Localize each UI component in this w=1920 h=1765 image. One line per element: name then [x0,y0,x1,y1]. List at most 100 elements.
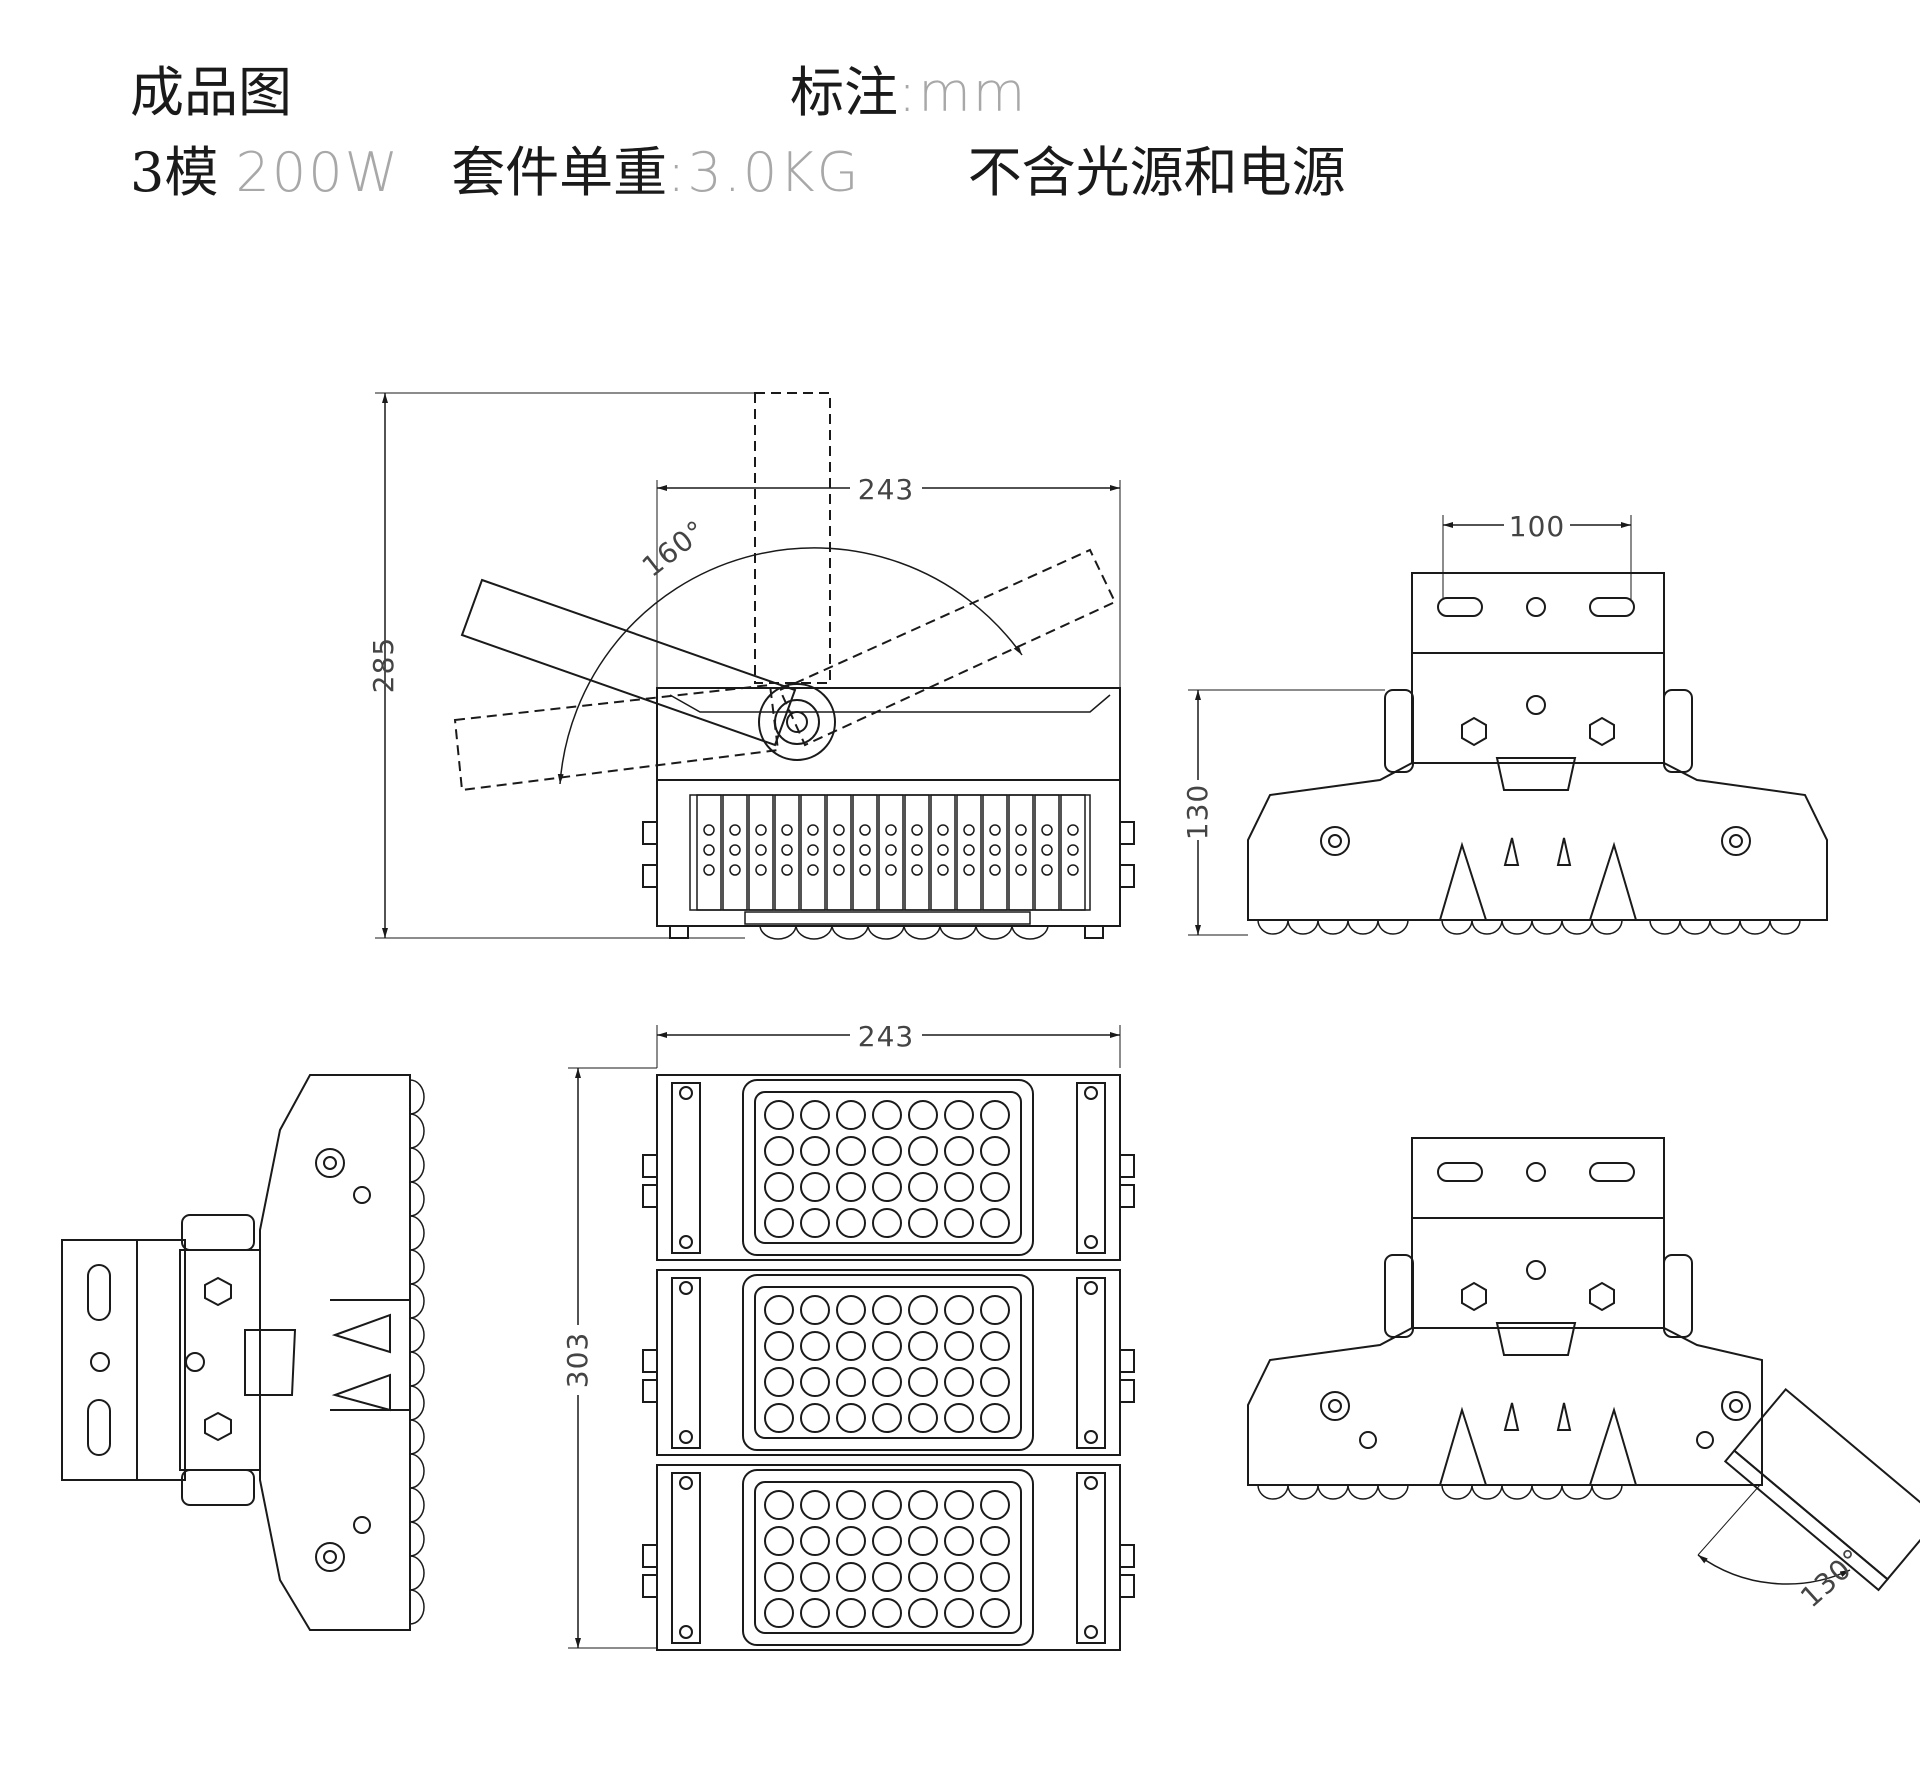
led-lens [800,1136,830,1166]
led-lens [800,1100,830,1130]
screw [679,1281,693,1295]
led-lens [764,1172,794,1202]
terminal-block [722,794,748,911]
module-frame [656,1269,1121,1456]
bottom-dimensions [568,1025,1121,1649]
lens-bump [409,1453,425,1489]
led-lens [836,1136,866,1166]
terminal-screw [729,864,741,876]
led-lens [872,1100,902,1130]
led-lens [872,1208,902,1238]
lens-bump [409,1079,425,1115]
led-lens [800,1295,830,1325]
lens-bump [1317,919,1349,935]
lens-bump [1377,919,1409,935]
terminal-screw [781,864,793,876]
power-value: 200W [235,141,400,204]
terminal-block [956,794,982,911]
terminal-screw [703,824,715,836]
led-lens [944,1331,974,1361]
led-lens [872,1331,902,1361]
lens-bump [867,924,905,940]
led-lens [836,1295,866,1325]
unit-value: mm [918,61,1028,124]
terminal-screw [911,864,923,876]
led-lens [944,1136,974,1166]
terminal-block [852,794,878,911]
lens-bump [409,1215,425,1251]
terminal-block [748,794,774,911]
led-lens [836,1172,866,1202]
led-lens [800,1403,830,1433]
terminal-screw [885,864,897,876]
terminal-screw [1067,844,1079,856]
led-lens [764,1562,794,1592]
terminal-screw [963,824,975,836]
unit-label: 标注 [790,61,898,124]
led-lens [836,1403,866,1433]
bottom-height-label: 303 [561,1332,594,1388]
mount-tab [1119,1349,1135,1373]
tilt-angle-label: 130° [1794,1542,1869,1614]
lens-bump [1591,1484,1623,1500]
module-side-rail [1076,1082,1106,1254]
lens-bump [409,1385,425,1421]
screw [1084,1281,1098,1295]
terminal-block [800,794,826,911]
lens-bump [1471,1484,1503,1500]
led-module [642,1269,1135,1456]
mount-tab [1119,1379,1135,1403]
tilted-lens-row [1257,1484,1623,1500]
left-body-outline [259,1074,411,1631]
lens-bump [1441,919,1473,935]
terminal-screw [859,844,871,856]
terminal-screw [1067,824,1079,836]
mount-tab [1119,1154,1135,1178]
terminal-screw [755,824,767,836]
led-lens [944,1100,974,1130]
led-lens [764,1403,794,1433]
terminal-screw [1015,844,1027,856]
lens-bump [409,1283,425,1319]
terminal-block [930,794,956,911]
lens-bump [409,1521,425,1557]
mount-tab [1119,1544,1135,1568]
led-lens [872,1172,902,1202]
terminal-block [982,794,1008,911]
screw [1084,1476,1098,1490]
led-lens [980,1295,1010,1325]
led-lens [836,1208,866,1238]
mount-tab [642,1379,658,1403]
led-lens [908,1331,938,1361]
lens-bump [975,924,1013,940]
led-lens [908,1172,938,1202]
led-lens [872,1526,902,1556]
screw [1084,1625,1098,1639]
front-view [453,392,1135,939]
led-lens [908,1367,938,1397]
tilt-arc [1697,1554,1851,1585]
unit-note: 标注:mm [790,66,1027,120]
terminal-screw [703,864,715,876]
led-lens [836,1100,866,1130]
exclusion-note: 不含光源和电源 [967,141,1346,204]
mount-tab [642,1154,658,1178]
screw [679,1235,693,1249]
led-module [642,1074,1135,1261]
terminal-screw [807,864,819,876]
led-lens [764,1490,794,1520]
lens-bump [409,1181,425,1217]
led-lens [980,1100,1010,1130]
drawing-title: 成品图 [130,61,292,124]
terminal-screw [1015,824,1027,836]
weight-value: 3.0KG [687,141,861,204]
lens-bump [1347,919,1379,935]
terminal-screw [807,844,819,856]
lens-bump [1531,1484,1563,1500]
terminal-screw [807,824,819,836]
led-lens [836,1367,866,1397]
tilted-module [1723,1387,1920,1592]
lens-bump [1377,1484,1409,1500]
left-lens-column [409,1079,425,1625]
